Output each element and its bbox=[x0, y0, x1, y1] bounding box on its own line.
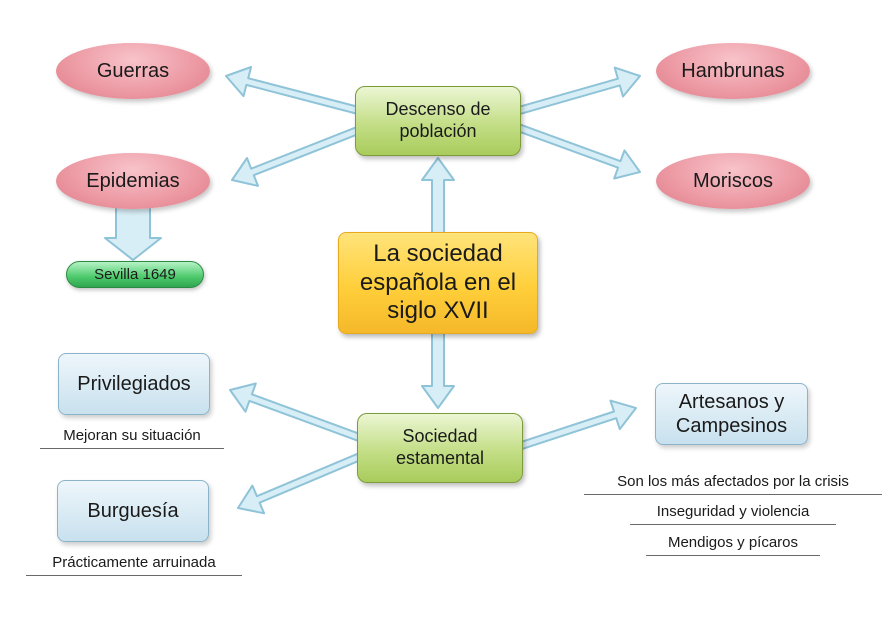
sevilla-1649-node: Sevilla 1649 bbox=[66, 261, 204, 288]
artesanos-note-3: Mendigos y pícaros bbox=[646, 534, 820, 556]
sociedad-estamental-node: Sociedad estamental bbox=[357, 413, 523, 483]
arrow-to-sevilla bbox=[104, 205, 162, 261]
epidemias-node: Epidemias bbox=[56, 153, 210, 209]
descenso-de-poblacion-node: Descenso de población bbox=[355, 86, 521, 156]
artesanos-note-2: Inseguridad y violencia bbox=[630, 503, 836, 525]
arrow-to-sociedad bbox=[421, 312, 455, 409]
arrow-to-burguesia bbox=[237, 449, 368, 515]
arrow-to-epidemias bbox=[231, 123, 366, 187]
artesanos-campesinos-node: Artesanos y Campesinos bbox=[655, 383, 808, 445]
guerras-node: Guerras bbox=[56, 43, 210, 99]
burguesia-node: Burguesía bbox=[57, 480, 209, 542]
arrow-to-privilegiados bbox=[229, 382, 368, 445]
privilegiados-note: Mejoran su situación bbox=[40, 427, 224, 449]
privilegiados-node: Privilegiados bbox=[58, 353, 210, 415]
arrow-to-artesanos bbox=[512, 399, 637, 453]
central-topic: La sociedad española en el siglo XVII bbox=[338, 232, 538, 334]
arrow-to-moriscos bbox=[512, 121, 641, 180]
arrow-to-guerras bbox=[225, 66, 366, 117]
hambrunas-node: Hambrunas bbox=[656, 43, 810, 99]
arrow-to-hambrunas bbox=[512, 66, 641, 117]
artesanos-note-1: Son los más afectados por la crisis bbox=[584, 473, 882, 495]
moriscos-node: Moriscos bbox=[656, 153, 810, 209]
burguesia-note: Prácticamente arruinada bbox=[26, 554, 242, 576]
arrow-to-descenso bbox=[421, 157, 455, 258]
